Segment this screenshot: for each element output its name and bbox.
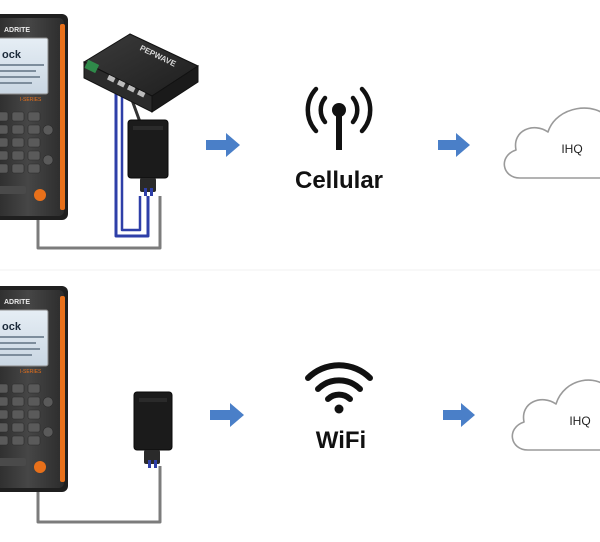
- row-cellular: ADRITE ock I-SERIES: [0, 14, 600, 250]
- row1-cloud-label: IHQ: [561, 142, 582, 156]
- wifi-icon: [305, 362, 373, 414]
- row2-terminal: ADRITE ock I-SERIES: [0, 286, 68, 492]
- row2-cloud-label: IHQ: [569, 414, 590, 428]
- row1-gray-cable: [36, 196, 162, 250]
- row1-arrow-2: [438, 133, 470, 157]
- row1-connection-label: Cellular: [295, 167, 383, 194]
- row1-blue-cable-2: [120, 90, 142, 232]
- row1-cables: [36, 90, 162, 250]
- row1-terminal-keypad: [0, 111, 41, 174]
- row1-terminal-model: I-SERIES: [20, 97, 42, 103]
- row1-terminal: ADRITE ock I-SERIES: [0, 14, 68, 220]
- row2-cloud: [511, 379, 600, 451]
- row1-cloud: [503, 107, 600, 179]
- row-wifi: ADRITE ock I-SERIES: [0, 286, 600, 524]
- row2-arrow-2: [443, 403, 475, 427]
- row1-terminal-screen-text: ock: [2, 49, 22, 61]
- row1-arrow-1: [206, 133, 240, 157]
- row1-terminal-brand: ADRITE: [4, 27, 30, 34]
- row1-blue-cable: [114, 90, 150, 238]
- row2-gray-cable: [36, 466, 162, 524]
- row2-terminal-keypad: [0, 383, 41, 446]
- row2-modem: [133, 391, 173, 468]
- row2-connection-label: WiFi: [316, 427, 366, 454]
- row2-terminal-screen-text: ock: [2, 321, 22, 333]
- cellular-tower-icon: [305, 86, 373, 150]
- row1-router: PEPWAVE: [82, 33, 200, 113]
- row1-modem: [127, 119, 169, 196]
- row1-router-cord: [130, 99, 142, 123]
- row2-arrow-1: [210, 403, 244, 427]
- row2-terminal-model: I-SERIES: [20, 369, 42, 375]
- row2-terminal-brand: ADRITE: [4, 299, 30, 306]
